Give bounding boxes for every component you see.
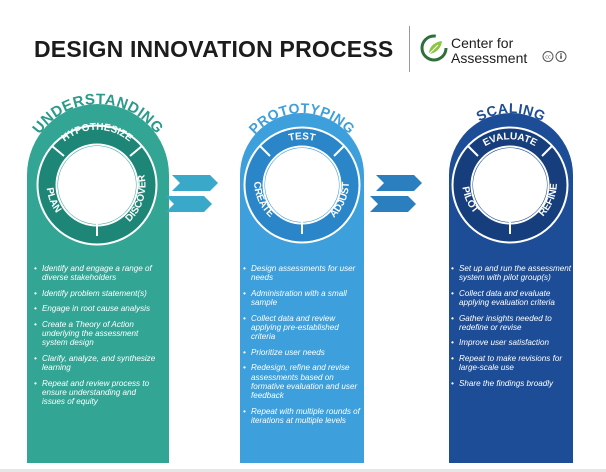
list-item: Engage in root cause analysis bbox=[34, 304, 156, 314]
scaling-bullet-list: Set up and run the assessment system wit… bbox=[451, 264, 575, 394]
prototyping-bullet-list: Design assessments for user needs Admini… bbox=[243, 264, 365, 432]
list-item: Share the findings broadly bbox=[451, 379, 575, 389]
logo-line-2: Assessment bbox=[451, 50, 528, 66]
connector-arrow-1 bbox=[166, 175, 218, 212]
list-item: Repeat and review process to ensure unde… bbox=[34, 379, 156, 407]
list-item: Improve user satisfaction bbox=[451, 338, 575, 348]
page-title: DESIGN INNOVATION PROCESS bbox=[34, 36, 394, 62]
list-item: Clarify, analyze, and synthesize learnin… bbox=[34, 354, 156, 373]
connector-arrow-2 bbox=[370, 175, 422, 212]
list-item: Prioritize user needs bbox=[243, 348, 365, 358]
list-item: Create a Theory of Action underlying the… bbox=[34, 320, 156, 348]
list-item: Identify and engage a range of diverse s… bbox=[34, 264, 156, 283]
list-item: Set up and run the assessment system wit… bbox=[451, 264, 575, 283]
center-for-assessment-logo-icon bbox=[420, 34, 448, 62]
list-item: Repeat to make revisions for large-scale… bbox=[451, 354, 575, 373]
logo-text: Center for Assessment bbox=[451, 36, 527, 66]
creative-commons-icon: cc bbox=[542, 51, 567, 62]
bottom-divider bbox=[0, 469, 606, 472]
list-item: Repeat with multiple rounds of iteration… bbox=[243, 407, 365, 426]
prototyping-cycle bbox=[243, 126, 361, 244]
list-item: Administration with a small sample bbox=[243, 289, 365, 308]
scaling-cycle bbox=[451, 126, 569, 244]
list-item: Identify problem statement(s) bbox=[34, 289, 156, 299]
understanding-bullet-list: Identify and engage a range of diverse s… bbox=[34, 264, 156, 413]
list-item: Collect data and evaluate applying evalu… bbox=[451, 289, 575, 308]
list-item: Redesign, refine and revise assessments … bbox=[243, 363, 365, 401]
understanding-cycle bbox=[36, 124, 158, 246]
list-item: Gather insights needed to redefine or re… bbox=[451, 314, 575, 333]
list-item: Collect data and review applying pre-est… bbox=[243, 314, 365, 342]
header-divider bbox=[409, 26, 410, 72]
logo-line-1: Center for bbox=[451, 35, 514, 51]
list-item: Design assessments for user needs bbox=[243, 264, 365, 283]
svg-text:cc: cc bbox=[545, 55, 551, 61]
